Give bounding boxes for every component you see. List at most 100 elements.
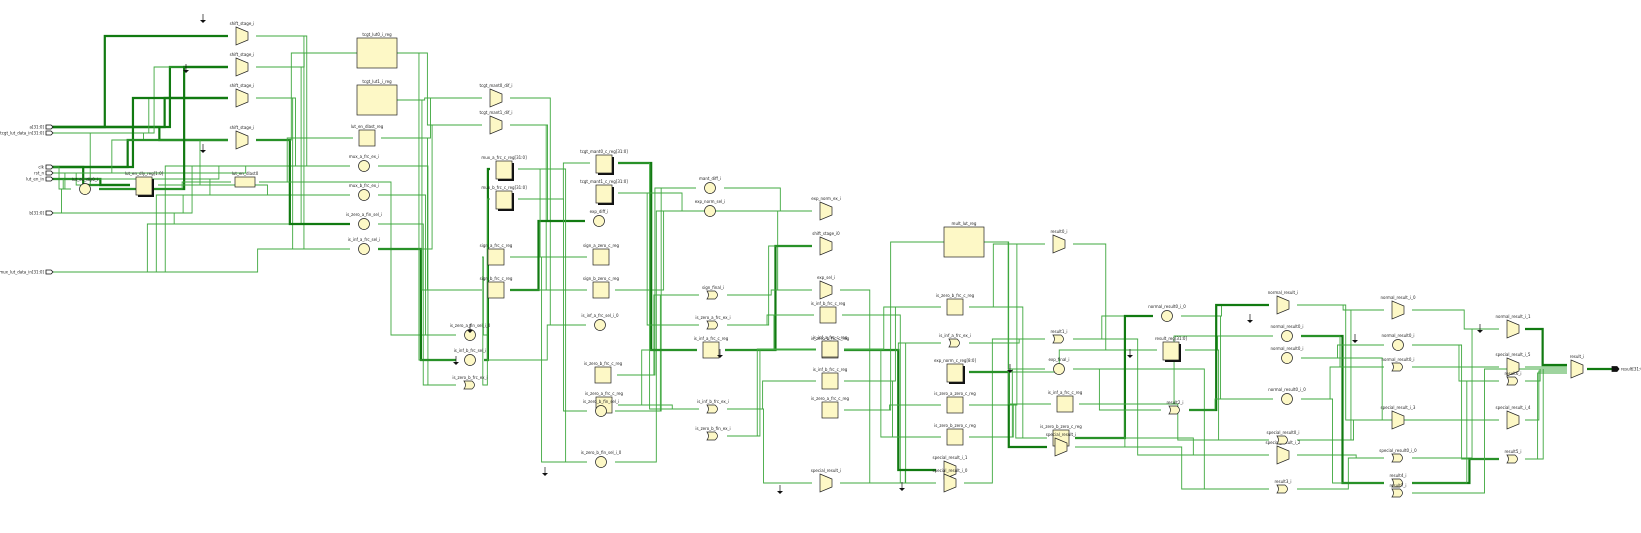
cell-reg3d-c66[interactable] [1162,341,1181,362]
cell-mux-c61[interactable] [943,460,957,480]
cell-inv-c21[interactable] [704,182,716,194]
cell-mux-c67[interactable] [1276,445,1290,465]
cell-inv-c73[interactable] [1281,393,1293,405]
cell-inv-c65[interactable] [1161,310,1173,322]
cell-reg-c42[interactable] [819,306,837,324]
cell-inv-c14[interactable] [358,189,370,201]
cell-reg3d-c18[interactable] [495,190,514,211]
cell-xor-c75[interactable] [1391,453,1403,463]
cell-reg-c40[interactable] [594,366,612,384]
ground-tie-icon [777,485,783,494]
cell-reg-c51[interactable] [946,298,964,316]
cell-mux-c33[interactable] [819,280,833,300]
cell-inv-c13[interactable] [358,160,370,172]
cell-mux-c82[interactable] [1506,319,1520,339]
input-port-label: a[31:0] [29,125,44,130]
input-port-in_lut[interactable]: lut_en_in [26,177,54,182]
cell-reg3d-c19[interactable] [595,154,614,175]
cell-inv-c16[interactable] [358,243,370,255]
cell-mux-c85[interactable] [1570,359,1584,379]
cell-inv-c45[interactable] [595,405,607,417]
cell-xor-c44[interactable] [706,431,718,441]
cell-reg3d-c17[interactable] [495,160,514,181]
cell-inv-c22[interactable] [593,215,605,227]
cell-buf-c9[interactable] [234,176,256,188]
cell-mux-c70[interactable] [1276,295,1290,315]
cell-xor-c76[interactable] [1391,478,1403,488]
input-port-in_mux[interactable]: mux_lut_data_in[31:0] [0,270,54,275]
cell-mux-c12[interactable] [489,115,503,135]
cell-reg-c54[interactable] [946,396,964,414]
cell-reg-c49[interactable] [821,401,839,419]
cell-big-c6[interactable] [356,84,398,116]
wire-net [378,223,456,386]
input-port-in_rst[interactable]: rst_n [34,171,54,176]
cell-xor-c57[interactable] [1052,334,1064,344]
cell-inv-c15[interactable] [358,218,370,230]
cell-inv-c71[interactable] [1281,330,1293,342]
cell-mux-c26[interactable] [1052,234,1066,254]
cell-mux-c83[interactable] [1506,357,1520,377]
output-port-out_result[interactable]: result[31:0] [1611,366,1641,372]
cell-reg3d-c8[interactable] [135,176,154,197]
cell-reg-c59[interactable] [1056,395,1074,413]
cell-reg-c55[interactable] [946,428,964,446]
input-port-in_clk[interactable]: clk [38,165,54,170]
cell-xor-c86[interactable] [1391,488,1403,498]
cell-mux-c63[interactable] [1054,437,1068,457]
cell-reg3d-c56[interactable] [946,363,965,384]
cell-inv-c10[interactable] [79,183,91,195]
cell-mux-c77[interactable] [1391,300,1405,320]
cell-inv-c72[interactable] [1281,352,1293,364]
cell-reg-c28[interactable] [487,281,505,299]
cell-reg-c30[interactable] [592,281,610,299]
cell-xor-c32[interactable] [706,290,718,300]
cell-reg-c50[interactable] [821,340,839,358]
cell-inv-c23[interactable] [704,205,716,217]
cell-reg-c7[interactable] [358,129,376,147]
cell-label: is_zero_a_frc_c_reg [585,391,624,396]
cell-reg-c48[interactable] [821,372,839,390]
wire-net [618,404,699,410]
cell-reg-c29[interactable] [592,248,610,266]
cell-mux-c4[interactable] [235,130,249,150]
cell-xor-c79[interactable] [1391,362,1403,372]
wire-net [378,165,456,386]
cell-reg-c39[interactable] [702,341,720,359]
cell-mux-c74[interactable] [1391,410,1405,430]
cell-label: special_result_i [811,468,841,473]
cell-xor-c43[interactable] [706,404,718,414]
cell-mux-c31[interactable] [819,236,833,256]
cell-big-c25[interactable] [943,226,985,258]
input-port-in_b[interactable]: b[31:0] [29,211,54,216]
cell-xor-c38[interactable] [463,380,475,390]
cell-mux-c62[interactable] [943,473,957,493]
cell-label: is_inf_a_frc_c_reg [813,335,848,340]
input-port-in_a[interactable]: a[31:0] [29,125,54,130]
cell-inv-c78[interactable] [1392,339,1404,351]
cell-xor-c68[interactable] [1276,435,1288,445]
cell-xor-c52[interactable] [948,338,960,348]
cell-mux-c3[interactable] [235,88,249,108]
cell-mux-c53[interactable] [819,473,833,493]
cell-mux-c2[interactable] [235,57,249,77]
cell-inv-c37[interactable] [464,354,476,366]
cell-mux-c1[interactable] [235,26,249,46]
cell-reg3d-c20[interactable] [595,184,614,205]
cell-mux-c11[interactable] [489,88,503,108]
input-port-in_sel[interactable]: tcgt_lut_data_in[31:0] [0,131,54,136]
cell-xor-c64[interactable] [1168,405,1180,415]
cell-xor-c81[interactable] [1506,454,1518,464]
cell-xor-c36[interactable] [706,320,718,330]
cell-big-c5[interactable] [356,37,398,69]
cell-xor-c84[interactable] [1506,376,1518,386]
cell-inv-c46[interactable] [595,456,607,468]
cell-xor-c69[interactable] [1276,484,1288,494]
ground-tie-icon [1127,349,1133,358]
cell-inv-c58[interactable] [1053,363,1065,375]
cell-reg-c27[interactable] [487,248,505,266]
cell-inv-c35[interactable] [594,319,606,331]
cell-mux-c80[interactable] [1506,410,1520,430]
cell-mux-c24[interactable] [819,201,833,221]
